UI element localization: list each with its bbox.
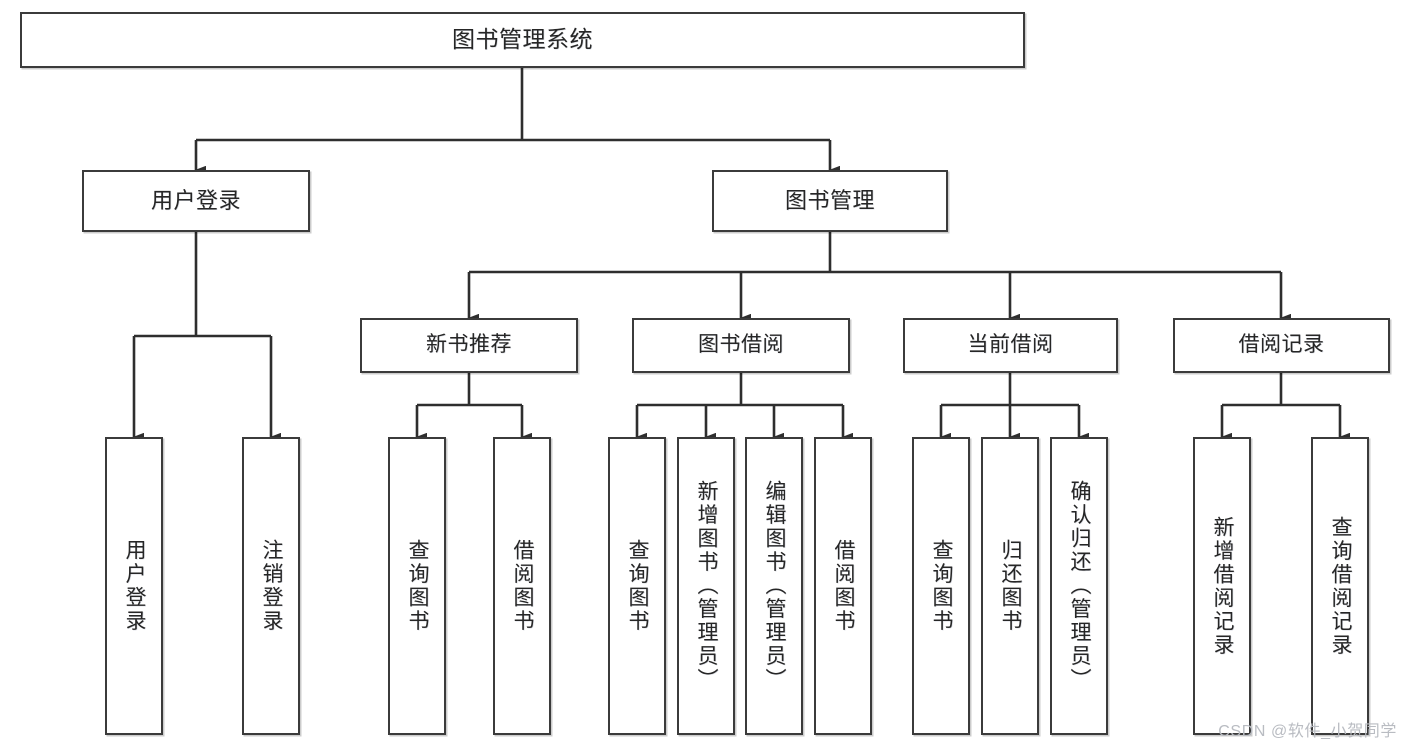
node-leaf-confirm-return-label: 确认归还（管理员） — [1068, 480, 1092, 692]
node-leaf-confirm-return[interactable]: 确认归还（管理员） — [1050, 437, 1108, 735]
node-leaf-query-book-1-label: 查询图书 — [406, 539, 430, 633]
node-leaf-borrow-book-2-label: 借阅图书 — [832, 539, 856, 633]
node-book-manage-label: 图书管理 — [784, 188, 875, 214]
node-borrow-record-label: 借阅记录 — [1238, 333, 1325, 357]
node-leaf-return-book[interactable]: 归还图书 — [981, 437, 1039, 735]
node-leaf-borrow-book-2[interactable]: 借阅图书 — [814, 437, 872, 735]
node-root[interactable]: 图书管理系统 — [20, 12, 1025, 68]
node-leaf-query-book-3-label: 查询图书 — [930, 539, 954, 633]
node-leaf-borrow-book-1-label: 借阅图书 — [511, 539, 535, 633]
node-leaf-edit-book-label: 编辑图书（管理员） — [763, 480, 787, 692]
node-leaf-query-book-2[interactable]: 查询图书 — [608, 437, 666, 735]
node-leaf-query-record[interactable]: 查询借阅记录 — [1311, 437, 1369, 735]
node-user-login[interactable]: 用户登录 — [82, 170, 310, 232]
node-new-book-rec[interactable]: 新书推荐 — [360, 318, 578, 373]
node-leaf-edit-book[interactable]: 编辑图书（管理员） — [745, 437, 803, 735]
node-leaf-user-logout-label: 注销登录 — [260, 539, 284, 633]
node-new-book-rec-label: 新书推荐 — [426, 333, 512, 357]
node-leaf-user-logout[interactable]: 注销登录 — [242, 437, 300, 735]
node-leaf-return-book-label: 归还图书 — [999, 539, 1023, 633]
node-book-borrow[interactable]: 图书借阅 — [632, 318, 850, 373]
node-leaf-user-login[interactable]: 用户登录 — [105, 437, 163, 735]
node-current-borrow[interactable]: 当前借阅 — [903, 318, 1118, 373]
node-leaf-add-record-label: 新增借阅记录 — [1211, 515, 1235, 657]
node-root-label: 图书管理系统 — [452, 26, 593, 53]
node-leaf-borrow-book-1[interactable]: 借阅图书 — [493, 437, 551, 735]
node-book-borrow-label: 图书借阅 — [698, 333, 784, 357]
node-leaf-add-book[interactable]: 新增图书（管理员） — [677, 437, 735, 735]
node-leaf-query-book-1[interactable]: 查询图书 — [388, 437, 446, 735]
node-leaf-user-login-label: 用户登录 — [123, 539, 147, 633]
node-leaf-query-record-label: 查询借阅记录 — [1329, 515, 1353, 657]
node-borrow-record[interactable]: 借阅记录 — [1173, 318, 1390, 373]
node-leaf-add-record[interactable]: 新增借阅记录 — [1193, 437, 1251, 735]
node-book-manage[interactable]: 图书管理 — [712, 170, 948, 232]
node-current-borrow-label: 当前借阅 — [967, 333, 1054, 357]
csdn-watermark: CSDN @软件_小贺同学 — [1218, 723, 1397, 740]
node-leaf-add-book-label: 新增图书（管理员） — [695, 480, 719, 692]
node-leaf-query-book-3[interactable]: 查询图书 — [912, 437, 970, 735]
node-user-login-label: 用户登录 — [150, 188, 241, 214]
node-leaf-query-book-2-label: 查询图书 — [626, 539, 650, 633]
